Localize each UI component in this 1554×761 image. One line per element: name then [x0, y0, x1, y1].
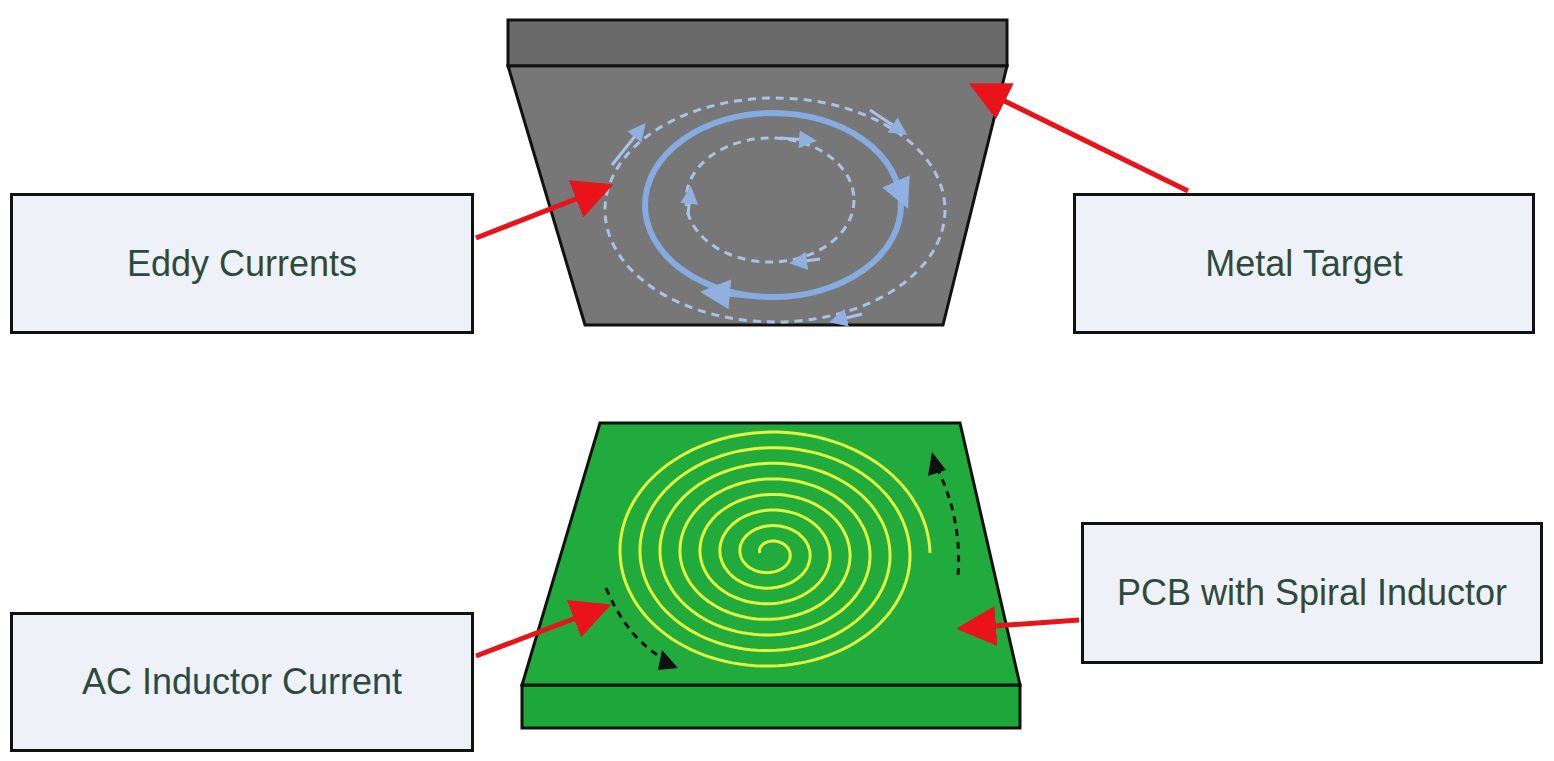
current-arrowhead	[658, 650, 678, 670]
eddy-arrow	[890, 168, 902, 195]
label-text: AC Inductor Current	[82, 661, 402, 703]
label-text: PCB with Spiral Inductor	[1117, 572, 1507, 614]
pcb-board	[522, 423, 1020, 685]
eddy-arrow	[612, 130, 640, 165]
eddy-arrow	[798, 259, 820, 262]
current-arrowhead	[928, 452, 946, 476]
leader-arrow	[476, 608, 602, 656]
spiral-inductor	[620, 432, 930, 666]
eddy-loop	[645, 113, 901, 297]
target-top	[508, 20, 1007, 66]
eddy-loop	[686, 138, 854, 262]
leader-arrow	[978, 88, 1188, 191]
label-text: Eddy Currents	[127, 243, 357, 285]
leader-arrow	[966, 620, 1079, 628]
eddy-arrow	[688, 195, 690, 215]
leader-arrow	[476, 188, 604, 238]
eddy-arrow	[715, 293, 760, 297]
label-box: Metal Target	[1073, 193, 1535, 334]
label-box: Eddy Currents	[10, 193, 474, 334]
eddy-arrow	[780, 138, 808, 140]
eddy-loop	[605, 98, 945, 322]
pcb-edge	[522, 685, 1020, 728]
label-text: Metal Target	[1205, 243, 1402, 285]
eddy-arrow	[838, 314, 862, 320]
label-box: AC Inductor Current	[10, 612, 474, 752]
current-arrow	[938, 470, 959, 575]
current-arrow	[606, 588, 666, 660]
eddy-arrow	[870, 110, 900, 130]
label-box: PCB with Spiral Inductor	[1081, 522, 1543, 664]
